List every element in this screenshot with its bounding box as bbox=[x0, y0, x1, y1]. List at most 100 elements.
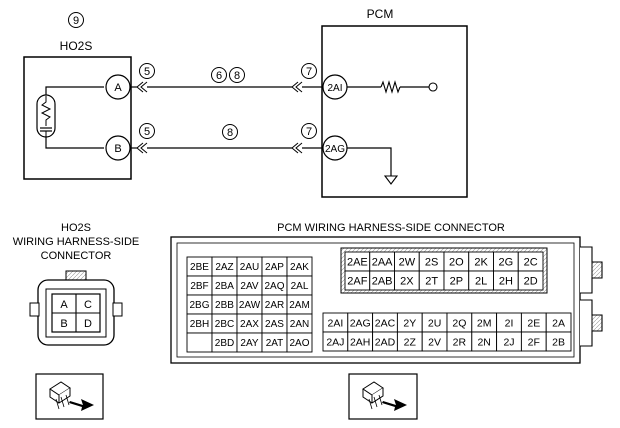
pcm-pin-label: 2AV bbox=[240, 281, 258, 292]
pcm-pin-label: 2AU bbox=[240, 262, 259, 273]
pcm-pin-label: 2BG bbox=[189, 300, 209, 311]
connector-view-arrow-icon bbox=[35, 373, 104, 420]
pcm-pin-label: 2M bbox=[477, 317, 492, 329]
pcm-pin-label: 2K bbox=[474, 256, 488, 268]
pcm-pin-label: 2H bbox=[499, 275, 513, 287]
connector-chevron-icon bbox=[136, 142, 148, 154]
pcm-pin-label: 2AY bbox=[240, 338, 258, 349]
pcm-box bbox=[321, 25, 468, 198]
pcm-pin-label: 2AS bbox=[265, 319, 284, 330]
pcm-pin-cell: 2O bbox=[443, 251, 470, 272]
pcm-pin-cell bbox=[186, 332, 213, 353]
pcm-pin-label: 2AB bbox=[372, 275, 393, 287]
pcm-title: PCM bbox=[367, 7, 394, 21]
pcm-pin-cell: 2AP bbox=[261, 256, 288, 277]
pcm-pin-label: 2V bbox=[428, 336, 441, 348]
pcm-pin-cell: 2Z bbox=[396, 331, 423, 352]
pcm-pin-label: 2AG bbox=[350, 317, 371, 329]
wire-badge: 8 bbox=[227, 127, 233, 139]
pcm-pin-cell: 2AD bbox=[372, 331, 398, 352]
connector-latch bbox=[65, 270, 87, 281]
pcm-pin-label: 2AM bbox=[289, 300, 310, 311]
pcm-pin-label: 2C bbox=[524, 256, 538, 268]
pcm-pin-cell: 2AT bbox=[261, 332, 288, 353]
pcm-pin-label: 2T bbox=[425, 275, 438, 287]
pcm-pin-cell: 2Q bbox=[446, 312, 473, 333]
wire-badge: 5 bbox=[144, 66, 150, 78]
pcm-pin-label: 2AT bbox=[266, 338, 284, 349]
pcm-pin-label: 2AW bbox=[239, 300, 261, 311]
pcm-pin-label: 2AC bbox=[375, 317, 396, 329]
pcm-pin-label: 2AZ bbox=[215, 262, 233, 273]
pcm-pin-label: 2O bbox=[449, 256, 464, 268]
pcm-pin-cell: 2AK bbox=[286, 256, 313, 277]
pcm-pin-label: 2AA bbox=[372, 256, 393, 268]
pcm-pin-cell: 2AE bbox=[344, 251, 371, 272]
ho2s-connector-view: HO2S WIRING HARNESS-SIDE CONNECTOR A C B… bbox=[13, 222, 140, 420]
pcm-pin-cell: 2AU bbox=[236, 256, 263, 277]
pcm-pin-cell: 2BA bbox=[211, 275, 238, 296]
ho2s-connector-title-line-2: WIRING HARNESS-SIDE bbox=[13, 236, 140, 248]
pcm-pin-cell: 2AG bbox=[347, 312, 374, 333]
pcm-pin-label: 2BC bbox=[215, 319, 234, 330]
pcm-pin-label: 2A bbox=[552, 317, 565, 329]
pcm-pin-cell: 2BF bbox=[186, 275, 213, 296]
pcm-pin-label: 2J bbox=[503, 336, 514, 348]
pcm-pin-label: 2BH bbox=[190, 319, 209, 330]
pcm-pin-label: 2W bbox=[399, 256, 416, 268]
ho2s-connector-title-line-1: HO2S bbox=[61, 222, 91, 234]
ho2s-badge-circle bbox=[68, 12, 84, 28]
pcm-pin-label: 2AX bbox=[240, 319, 259, 330]
pcm-pin-label: 2AN bbox=[290, 319, 309, 330]
pcm-pin-label: 2F bbox=[528, 336, 540, 348]
pcm-pin-label: 2R bbox=[453, 336, 467, 348]
pcm-pin-cell: 2E bbox=[520, 312, 547, 333]
pcm-pin-cell: 2BG bbox=[186, 294, 213, 315]
pcm-pin-label: 2BA bbox=[215, 281, 234, 292]
pcm-pin-label: 2AQ bbox=[264, 281, 284, 292]
connector-chevron-icon bbox=[291, 81, 303, 93]
pcm-pin-cell: 2P bbox=[443, 270, 470, 291]
connector-view-arrow-icon bbox=[348, 373, 418, 420]
pcm-pin-cell: 2M bbox=[471, 312, 498, 333]
pcm-pin-cell: 2AC bbox=[372, 312, 398, 333]
pcm-pin-cell: 2L bbox=[468, 270, 494, 291]
pcm-pin-cell: 2AJ bbox=[322, 331, 349, 352]
pcm-pin-label: 2AK bbox=[290, 262, 309, 273]
pcm-pin-label: 2AF bbox=[347, 275, 367, 287]
pcm-pin-label: 2G bbox=[499, 256, 514, 268]
ho2s-number-badge: 9 bbox=[73, 15, 79, 27]
ho2s-sensor: 9 HO2S A B bbox=[23, 12, 132, 180]
pcm-pin-label: 2AI bbox=[328, 317, 344, 329]
pcm-pin-label: 2BE bbox=[190, 262, 209, 273]
pcm-pin-label: 2AJ bbox=[326, 336, 344, 348]
pcm-pin-cell: 2AW bbox=[236, 294, 263, 315]
pcm-pin-cell: 2AQ bbox=[261, 275, 288, 296]
pcm-pin-cell: 2AV bbox=[236, 275, 263, 296]
pcm-terminal-badge: 7 bbox=[306, 126, 312, 138]
connector-chevron-icon bbox=[291, 142, 303, 154]
pcm-pin-cell: 2AX bbox=[236, 313, 263, 334]
pcm-pin-cell: 2BD bbox=[211, 332, 238, 353]
pcm-pin-cell: 2K bbox=[468, 251, 494, 272]
wires: 5 6 8 5 8 bbox=[130, 63, 323, 154]
pcm-pin-cell: 2AM bbox=[286, 294, 313, 315]
pcm-pin-label: 2L bbox=[475, 275, 487, 287]
pcm-pin-cell: 2R bbox=[446, 331, 473, 352]
pcm-pin-label: 2BB bbox=[215, 300, 234, 311]
pcm-pin-cell: 2AL bbox=[286, 275, 313, 296]
pcm-pin-cell: 2V bbox=[421, 331, 448, 352]
pcm-pin-cell: 2AO bbox=[286, 332, 313, 353]
pcm-pin-cell: 2BH bbox=[186, 313, 213, 334]
ho2s-title: HO2S bbox=[60, 39, 93, 53]
pcm-pin-label: 2AP bbox=[265, 262, 284, 273]
pcm-terminal-2ag-label: 2AG bbox=[325, 144, 345, 155]
pcm-pin-label: 2AD bbox=[375, 336, 396, 348]
pcm-pin-label: 2AH bbox=[350, 336, 370, 348]
pcm-pin-label: 2BD bbox=[215, 338, 234, 349]
connector-chevron-icon bbox=[136, 81, 148, 93]
